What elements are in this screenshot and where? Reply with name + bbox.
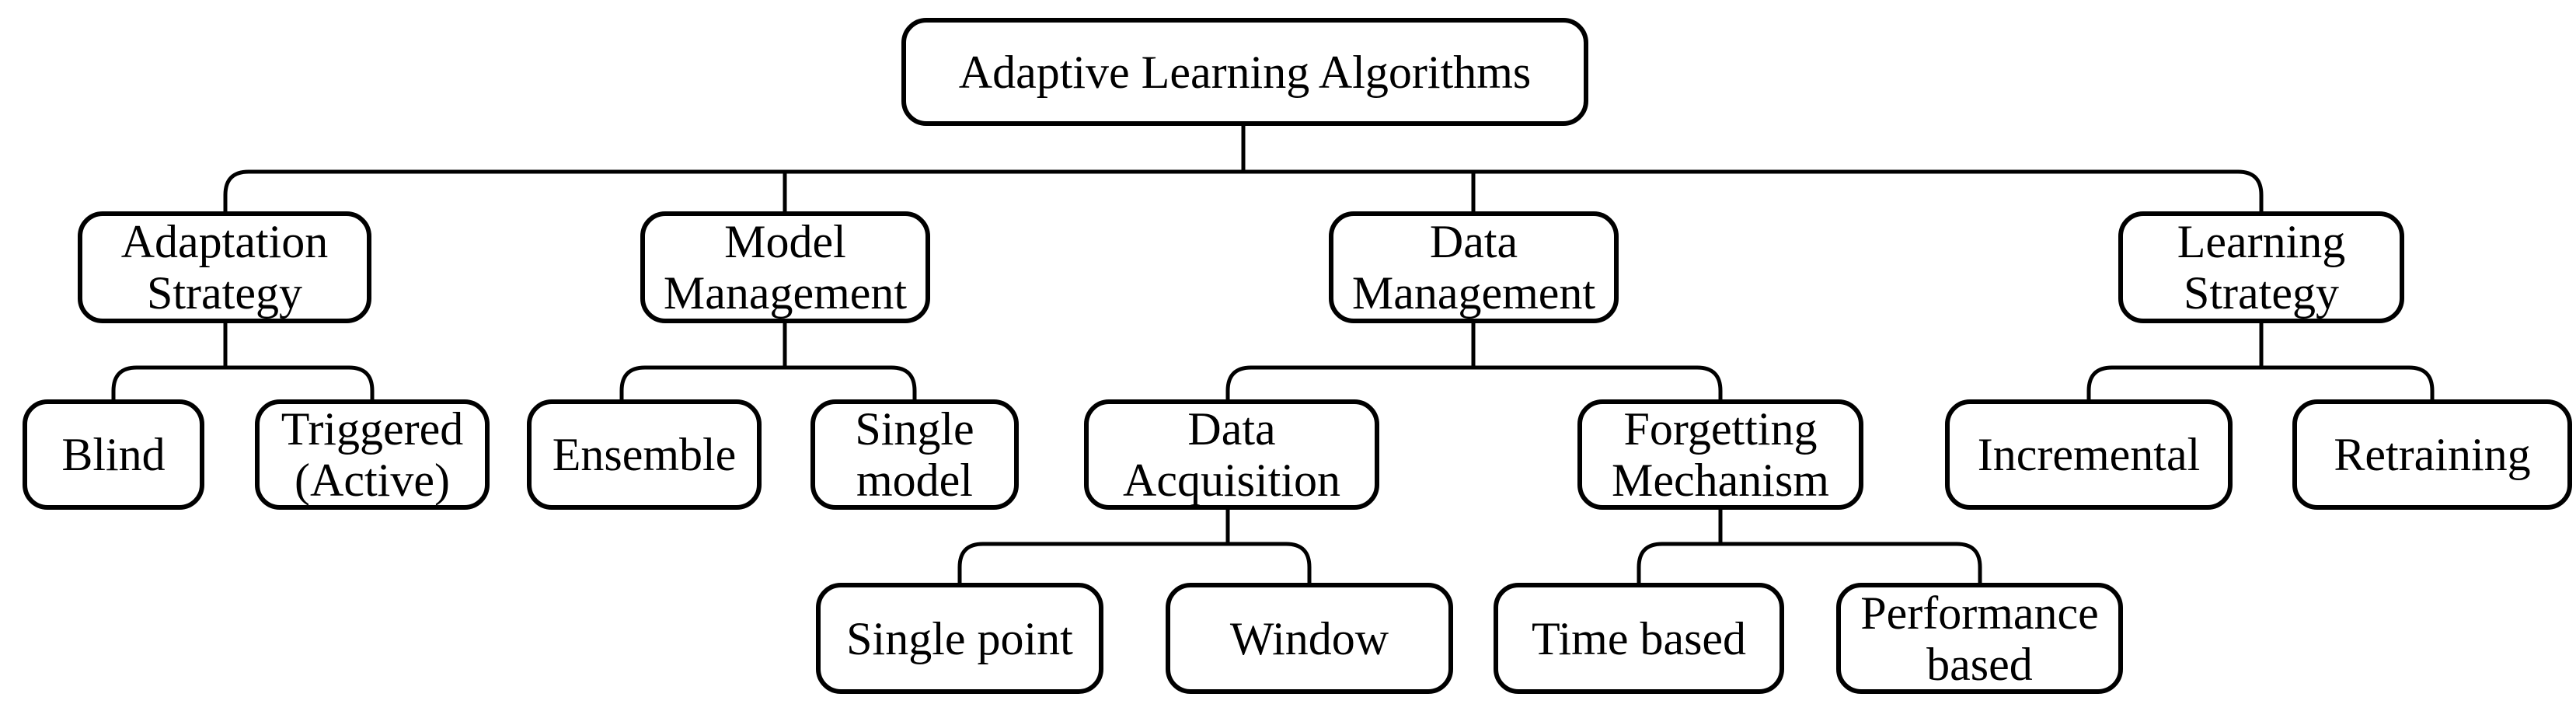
node-adaptation-strategy: Adaptation Strategy [78,211,371,323]
node-triggered-active: Triggered (Active) [255,399,490,510]
node-performance-based: Performance based [1836,583,2123,694]
data-children-rail [1225,365,1723,399]
node-single-model: Single model [810,399,1019,510]
node-learning-strategy: Learning Strategy [2118,211,2404,323]
level2-connectors [111,323,2435,399]
model-children-rail [619,365,917,399]
data-acquisition-children-rail [957,542,1312,583]
node-forgetting-mechanism: Forgetting Mechanism [1577,399,1863,510]
node-adaptive-learning-algorithms: Adaptive Learning Algorithms [901,18,1588,126]
level1-rail [223,169,2264,211]
node-ensemble: Ensemble [527,399,762,510]
node-blind: Blind [23,399,204,510]
adaptation-children-rail [111,365,375,399]
level3-connectors [957,510,1982,583]
node-incremental: Incremental [1945,399,2233,510]
node-data-acquisition: Data Acquisition [1084,399,1379,510]
node-model-management: Model Management [640,211,930,323]
node-time-based: Time based [1494,583,1784,694]
node-window: Window [1166,583,1453,694]
level1-connectors [223,125,2264,211]
node-retraining: Retraining [2292,399,2572,510]
forgetting-children-rail [1637,542,1982,583]
node-single-point: Single point [816,583,1103,694]
node-data-management: Data Management [1329,211,1619,323]
learning-children-rail [2086,365,2435,399]
